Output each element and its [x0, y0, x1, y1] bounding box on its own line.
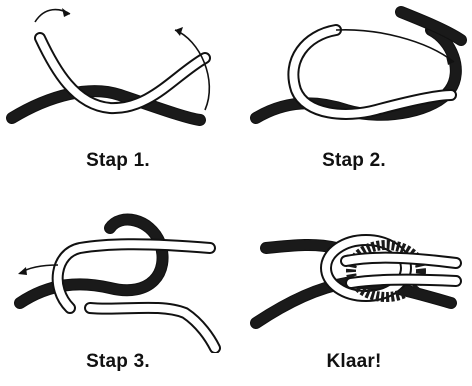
step-3-caption: Stap 3. — [0, 351, 236, 373]
final-knot-illustration — [236, 193, 472, 353]
step-3-knot-illustration — [0, 193, 236, 353]
step-2-knot-illustration — [236, 0, 472, 160]
step-1-panel: Stap 1. — [0, 0, 236, 193]
step-1-caption: Stap 1. — [0, 150, 236, 172]
step-2-caption: Stap 2. — [236, 150, 472, 172]
step-2-panel: Stap 2. — [236, 0, 472, 193]
step-1-knot-illustration — [0, 0, 236, 160]
final-caption: Klaar! — [236, 351, 472, 373]
final-panel: Klaar! — [236, 193, 472, 386]
step-3-panel: Stap 3. — [0, 193, 236, 386]
